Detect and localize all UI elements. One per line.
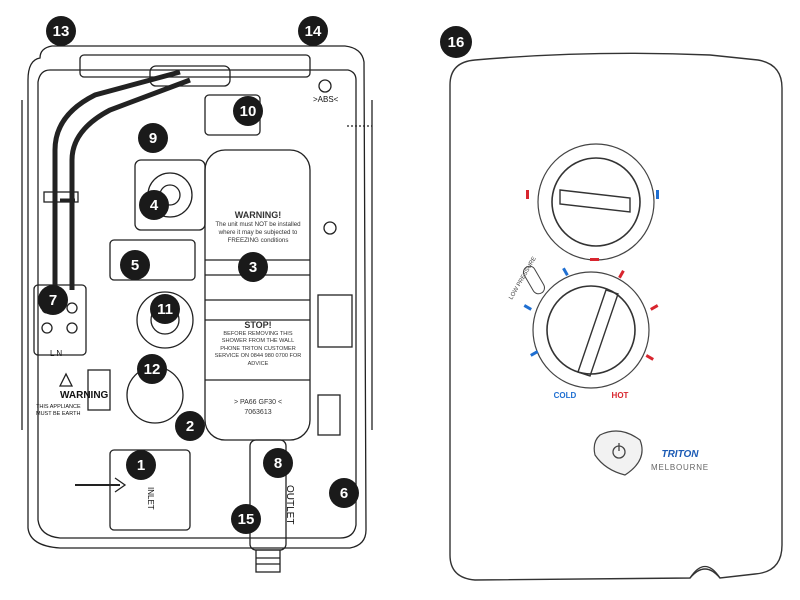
hot-tick-left — [526, 190, 529, 199]
part-number: 7063613 — [244, 409, 271, 416]
cable-hose-outer — [52, 69, 181, 290]
temperature-knob-grip — [559, 189, 631, 213]
front-cover — [449, 52, 783, 581]
right-clip — [317, 294, 353, 348]
earth-warning-title: WARNING — [60, 390, 109, 401]
terminal-letters: L N — [50, 349, 62, 358]
callout-2: 2 — [175, 411, 205, 441]
stop-title: STOP! — [244, 320, 271, 330]
cold-label: COLD — [554, 391, 577, 400]
callout-3: 3 — [238, 252, 268, 282]
callout-13: 13 — [46, 16, 76, 46]
callout-7: 7 — [38, 285, 68, 315]
inlet-label: INLET — [146, 487, 155, 510]
callout-9: 9 — [138, 123, 168, 153]
callout-4: 4 — [139, 190, 169, 220]
flow-tick-4 — [523, 304, 532, 311]
callout-12: 12 — [137, 354, 167, 384]
flow-knob-ring — [532, 271, 650, 389]
earth-warning-triangle — [58, 372, 74, 387]
wall-fixing-hole — [323, 221, 337, 235]
cable-clamp-box — [43, 191, 79, 203]
recycle-symbol — [318, 79, 332, 93]
cover-bottom-tab — [689, 565, 721, 579]
cable-hose-inner — [69, 77, 191, 290]
flow-knob-grip — [577, 289, 619, 377]
low-pressure-indicator — [523, 265, 545, 295]
model-label: MELBOURNE — [651, 463, 709, 472]
abs-mark: >ABS< — [313, 95, 339, 104]
flow-tick-2 — [562, 267, 569, 276]
flow-tick-6 — [530, 350, 539, 357]
callout-1: 1 — [126, 450, 156, 480]
terminal-block — [33, 284, 87, 356]
cold-tick-right — [656, 190, 659, 199]
tank-warning-title: WARNING! — [235, 210, 282, 220]
earth-terminal-left — [87, 369, 111, 411]
stabiliser-valve — [136, 291, 194, 349]
earth-terminal-right — [317, 394, 341, 436]
flow-tick-1 — [590, 258, 599, 261]
temperature-knob[interactable] — [551, 157, 641, 247]
brand-label: TRITON — [661, 449, 699, 460]
start-stop-button[interactable] — [593, 430, 643, 476]
outlet-label: OUTLET — [284, 485, 295, 524]
solenoid — [109, 239, 196, 281]
internal-unit — [21, 45, 373, 573]
flow-tick-5 — [650, 304, 659, 311]
tank-warning-body: The unit must NOT be installed where it … — [215, 221, 301, 244]
stop-body-box: BEFORE REMOVING THIS SHOWER FROM THE WAL… — [214, 331, 302, 367]
callout-14: 14 — [298, 16, 328, 46]
earth-warning-line2: MUST BE EARTH — [36, 411, 80, 417]
flow-tick-7 — [645, 354, 654, 361]
callout-6: 6 — [329, 478, 359, 508]
callout-11: 11 — [150, 294, 180, 324]
cable-entry — [149, 65, 231, 87]
callout-10: 10 — [233, 96, 263, 126]
stop-body: BEFORE REMOVING THIS SHOWER FROM THE WAL… — [214, 331, 302, 367]
callout-15: 15 — [231, 504, 261, 534]
callout-5: 5 — [120, 250, 150, 280]
earth-warning-line1: THIS APPLIANCE — [36, 404, 81, 410]
backplate-outline — [27, 45, 367, 549]
backplate-inner-outline — [37, 69, 357, 539]
inlet-body — [109, 449, 191, 531]
callout-16: 16 — [440, 26, 472, 58]
callout-8: 8 — [263, 448, 293, 478]
hot-label: HOT — [612, 391, 629, 400]
front-cover-outline — [449, 52, 783, 581]
tank-warning-body-box: The unit must NOT be installed where it … — [215, 221, 301, 244]
material-mark: > PA66 GF30 < — [234, 399, 282, 406]
top-bracket — [79, 54, 311, 78]
heater-tank — [204, 149, 311, 441]
flow-tick-3 — [618, 270, 625, 279]
